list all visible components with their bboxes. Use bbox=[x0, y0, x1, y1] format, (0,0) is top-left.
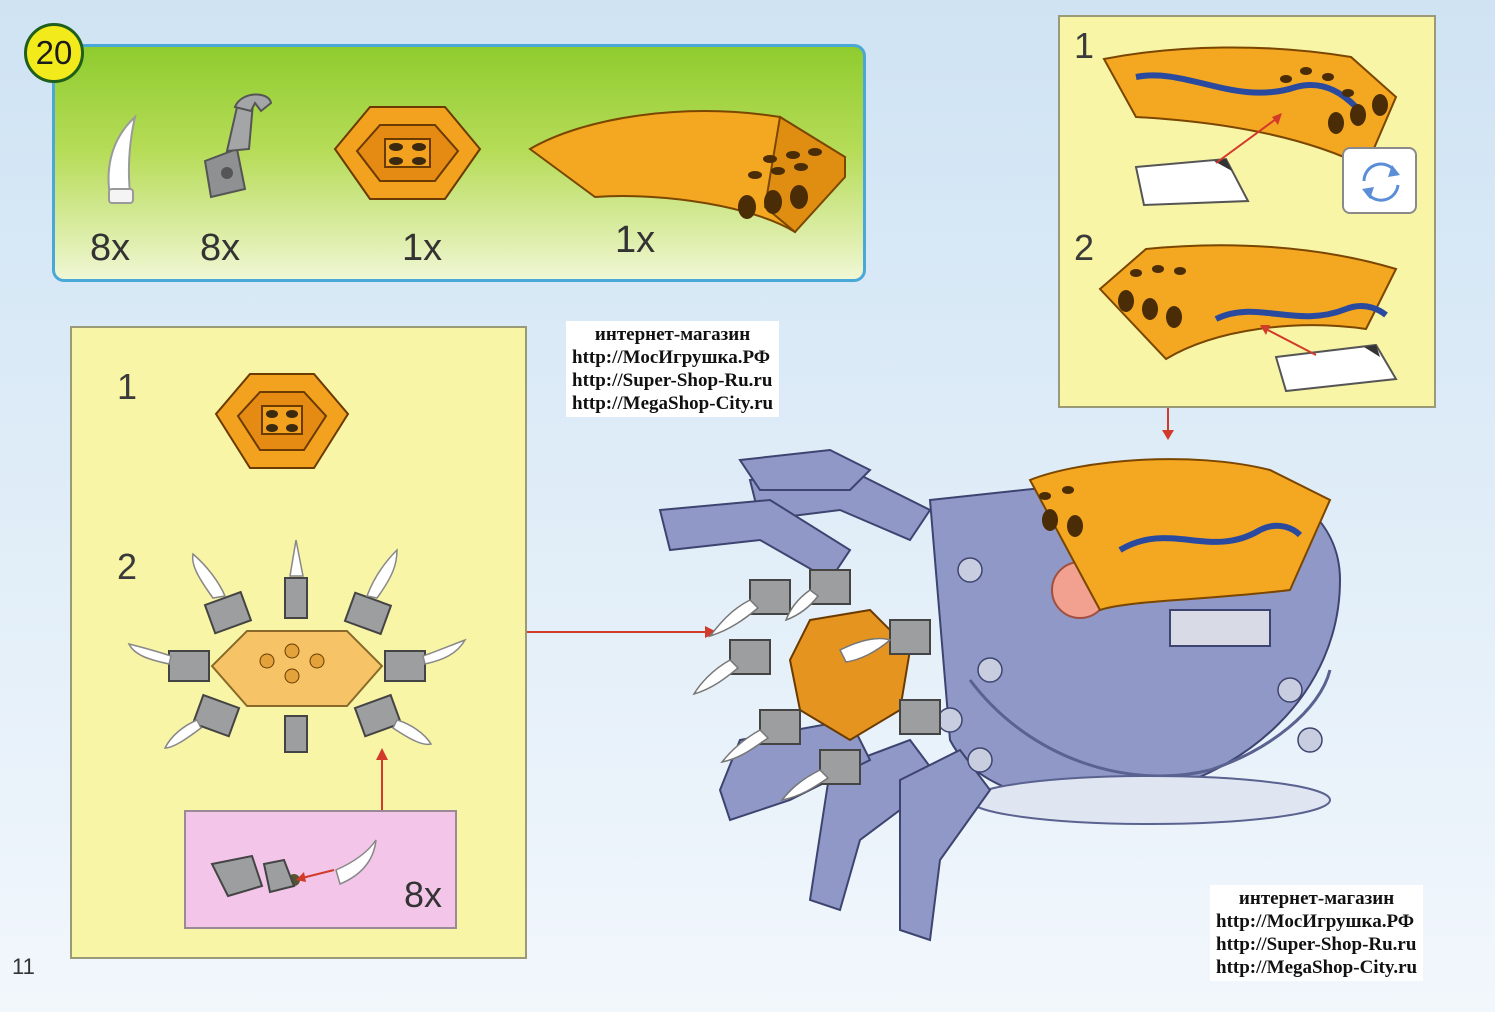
watermark-line: интернет-магазин bbox=[1238, 888, 1395, 909]
step-number-badge: 20 bbox=[24, 23, 84, 83]
arrow-up-icon bbox=[376, 748, 388, 814]
sticker-step-number: 1 bbox=[1074, 25, 1095, 66]
gray-clip-part-icon bbox=[203, 93, 273, 199]
qty-label: 1x bbox=[615, 219, 656, 261]
wedge-sticker-bottom-icon bbox=[1098, 244, 1398, 393]
orange-ring-part-icon bbox=[333, 106, 482, 200]
subassembly-detail-box: 8x bbox=[184, 810, 457, 929]
substep-number: 2 bbox=[117, 546, 138, 587]
rotate-indicator-box bbox=[1342, 147, 1417, 214]
orange-wedge-part-icon bbox=[528, 110, 847, 234]
claw-assembly-icon bbox=[127, 539, 467, 753]
qty-label: 8x bbox=[404, 874, 443, 915]
watermark-link[interactable]: http://Super-Shop-Ru.ru bbox=[572, 370, 773, 391]
qty-label: 8x bbox=[200, 227, 241, 269]
arrow-down-icon bbox=[1162, 408, 1174, 440]
sticker-panel: 1 2 bbox=[1058, 15, 1436, 408]
watermark-line: интернет-магазин bbox=[594, 324, 751, 345]
substep-number: 1 bbox=[117, 366, 138, 407]
white-horn-part-icon bbox=[107, 114, 137, 204]
arrow-right-icon bbox=[527, 626, 717, 638]
watermark-link[interactable]: http://MegaShop-City.ru bbox=[572, 393, 774, 414]
watermark-link[interactable]: http://МосИгрушка.РФ bbox=[572, 347, 771, 368]
watermark-top: интернет-магазин http://МосИгрушка.РФ ht… bbox=[566, 321, 780, 417]
qty-label: 8x bbox=[90, 227, 131, 269]
wedge-sticker-top-icon bbox=[1102, 46, 1398, 207]
parts-list-panel: 8x 8x 1x 1x bbox=[52, 44, 866, 282]
main-model-illustration bbox=[658, 448, 1342, 942]
rotate-icon bbox=[1362, 162, 1400, 202]
orange-ring-icon bbox=[214, 373, 350, 469]
watermark-link[interactable]: http://MegaShop-City.ru bbox=[1216, 957, 1418, 978]
watermark-link[interactable]: http://МосИгрушка.РФ bbox=[1216, 911, 1415, 932]
page-number: 11 bbox=[12, 954, 35, 979]
clip-attach-icon bbox=[210, 839, 377, 898]
watermark-bottom: интернет-магазин http://МосИгрушка.РФ ht… bbox=[1210, 885, 1424, 981]
sticker-step-number: 2 bbox=[1074, 227, 1095, 268]
watermark-link[interactable]: http://Super-Shop-Ru.ru bbox=[1216, 934, 1417, 955]
qty-label: 1x bbox=[402, 227, 443, 269]
